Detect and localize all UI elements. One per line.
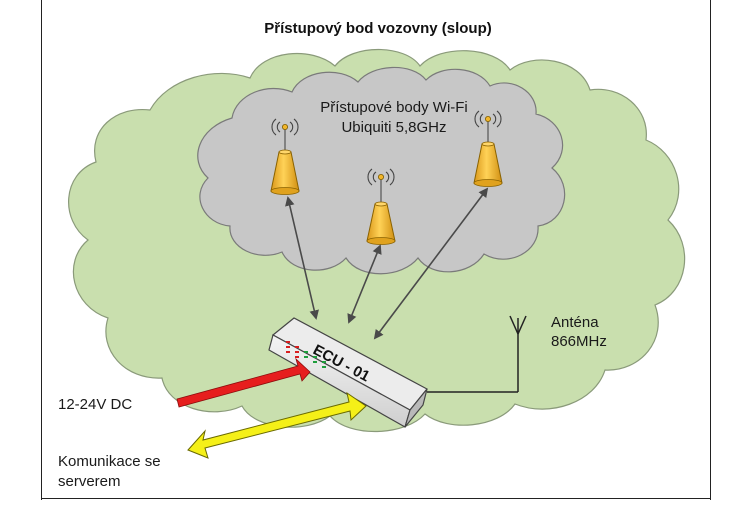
server-label-line1: Komunikace se — [58, 453, 161, 470]
server-link-arrow — [187, 391, 367, 459]
power-arrow — [176, 357, 311, 408]
antenna-icon — [427, 315, 527, 393]
signal-waves-icon — [367, 168, 395, 186]
wifi-cloud-label-line2: Ubiquiti 5,8GHz — [341, 119, 446, 136]
antenna-label-line1: Anténa — [551, 314, 599, 331]
wifi-link-3 — [373, 187, 489, 340]
access-point-1 — [270, 118, 300, 195]
signal-waves-icon — [474, 110, 502, 128]
access-point-3 — [473, 110, 503, 187]
wifi-cloud-label-line1: Přístupové body Wi-Fi — [320, 99, 468, 116]
power-label: 12-24V DC — [58, 396, 132, 413]
ecu-device: ECU - 01 — [268, 317, 428, 428]
server-label-line2: serverem — [58, 473, 121, 490]
ecu-side-face — [404, 388, 428, 428]
led-indicators — [286, 341, 326, 368]
wifi-link-1 — [285, 196, 319, 320]
diagram-title: Přístupový bod vozovny (sloup) — [264, 20, 492, 37]
antenna-label-line2: 866MHz — [551, 333, 607, 350]
signal-waves-icon — [271, 118, 299, 136]
